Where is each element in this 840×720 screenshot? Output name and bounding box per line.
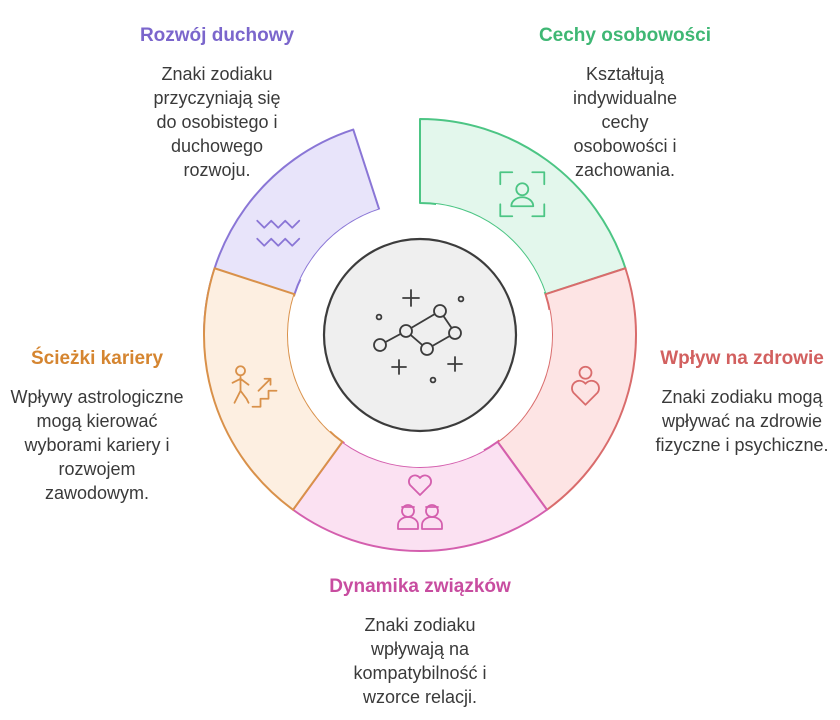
inner-ring	[287, 203, 552, 467]
inner-ring-piece	[431, 203, 545, 304]
segment-label-zwiazki: Dynamika związków Znaki zodiaku wpływają…	[300, 575, 540, 709]
waves-icon	[256, 219, 301, 247]
segment-description: Znaki zodiaku przyczyniają się do osobis…	[153, 64, 281, 180]
segment-title: Rozwój duchowy	[139, 25, 295, 46]
segment-title: Ścieżki kariery	[30, 348, 164, 369]
segment-description: Wpływy astrologiczne mogą kierować wybor…	[10, 387, 184, 503]
segment-description: Kształtują indywidualne cechy osobowości…	[572, 64, 678, 180]
health-person-icon	[571, 365, 600, 406]
constellation-icon	[373, 289, 465, 384]
segment-description: Znaki zodiaku wpływają na kompatybilność…	[353, 615, 487, 707]
segment-label-kariera: Ścieżki kariery Wpływy astrologiczne mog…	[2, 347, 192, 505]
segment-label-zdrowie: Wpływ na zdrowie Znaki zodiaku mogą wpły…	[646, 347, 838, 457]
inner-ring-piece	[477, 309, 552, 441]
segment-label-cechy: Cechy osobowości Kształtują indywidualne…	[520, 24, 730, 182]
person-frame-icon	[499, 171, 546, 218]
segment-title: Cechy osobowości	[538, 25, 712, 46]
segment-description: Znaki zodiaku mogą wpływać na zdrowie fi…	[655, 387, 829, 455]
segment-title: Dynamika związków	[329, 576, 511, 597]
inner-ring-piece	[287, 296, 355, 432]
segment-title: Wpływ na zdrowie	[660, 348, 824, 369]
career-stairs-icon	[231, 365, 278, 408]
couple-heart-icon	[397, 474, 443, 530]
segment-label-rozwoj: Rozwój duchowy Znaki zodiaku przyczyniaj…	[112, 24, 322, 182]
inner-ring-piece	[300, 203, 419, 295]
center-circle	[322, 237, 518, 433]
